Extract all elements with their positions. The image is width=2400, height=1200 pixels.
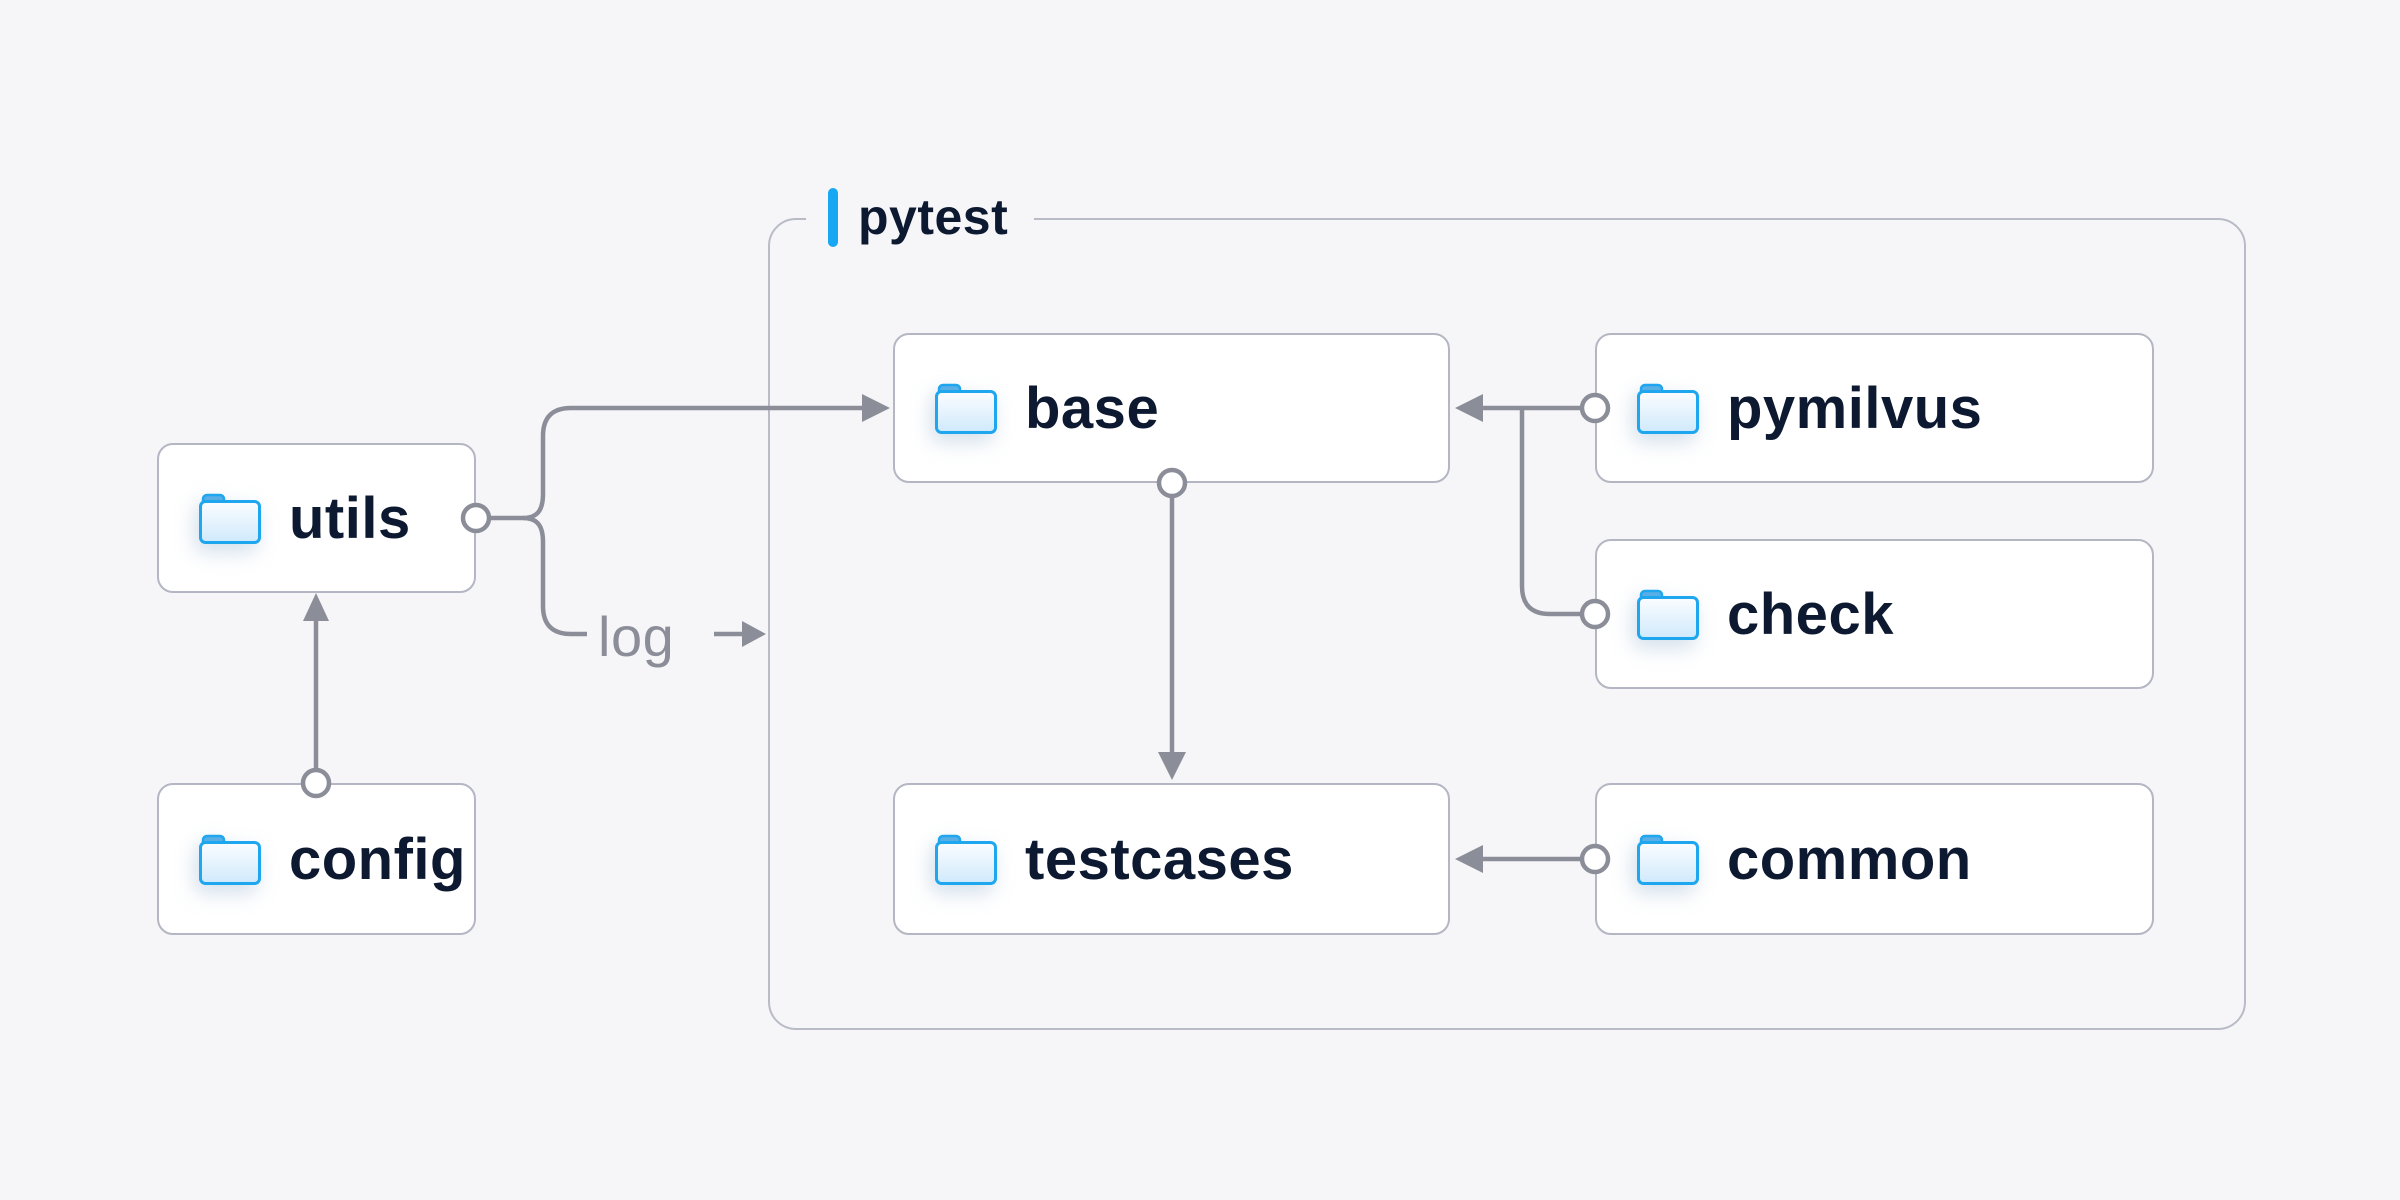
folder-icon bbox=[199, 834, 261, 885]
accent-bar bbox=[828, 187, 838, 247]
pytest-group-label: pytest bbox=[806, 186, 1035, 248]
node-testcases: testcases bbox=[893, 783, 1450, 935]
node-label: utils bbox=[289, 485, 411, 551]
node-label: testcases bbox=[1025, 826, 1294, 892]
edge-log-arrow bbox=[714, 621, 766, 647]
node-config: config bbox=[157, 783, 476, 935]
node-pymilvus: pymilvus bbox=[1595, 333, 2154, 483]
node-label: base bbox=[1025, 375, 1160, 441]
folder-icon bbox=[1637, 834, 1699, 885]
edge-config-utils bbox=[300, 593, 332, 799]
folder-icon bbox=[935, 383, 997, 434]
folder-icon bbox=[1637, 383, 1699, 434]
node-base: base bbox=[893, 333, 1450, 483]
node-utils: utils bbox=[157, 443, 476, 593]
pytest-group-container bbox=[768, 218, 2246, 1030]
node-common: common bbox=[1595, 783, 2154, 935]
edge-label-log: log bbox=[598, 605, 675, 668]
node-label: check bbox=[1727, 581, 1894, 647]
node-label: common bbox=[1727, 826, 1972, 892]
folder-icon bbox=[199, 493, 261, 544]
pytest-group-title: pytest bbox=[858, 189, 1009, 245]
node-label: pymilvus bbox=[1727, 375, 1983, 441]
folder-icon bbox=[935, 834, 997, 885]
node-label: config bbox=[289, 826, 466, 892]
node-check: check bbox=[1595, 539, 2154, 689]
folder-icon bbox=[1637, 589, 1699, 640]
